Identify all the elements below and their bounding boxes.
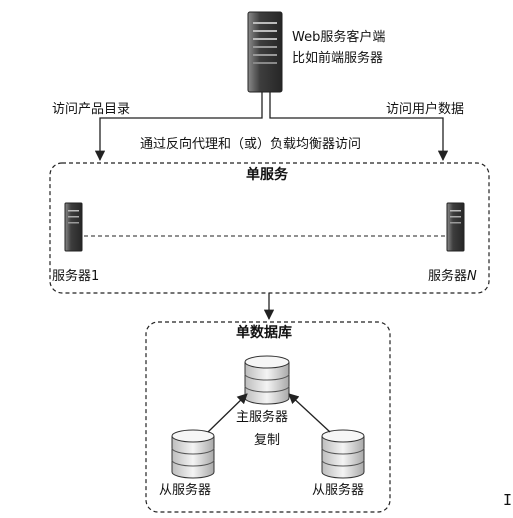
replication-arrow-right	[288, 393, 331, 433]
server-n-icon	[446, 202, 465, 252]
left-access-label: 访问产品目录	[52, 102, 131, 117]
replication-label: 复制	[254, 433, 281, 448]
client-connectors	[94, 92, 449, 162]
server-1-label: 服务器1	[52, 269, 100, 284]
client-subtitle: 比如前端服务器	[292, 51, 384, 66]
slave-db-left-label: 从服务器	[159, 483, 212, 498]
left-arrow	[94, 92, 263, 162]
text-cursor-icon: I	[503, 491, 513, 509]
slave-db-right-icon	[321, 429, 365, 479]
server-1-icon	[64, 202, 83, 252]
server-n-label: 服务器N	[428, 270, 477, 283]
right-access-label: 访问用户数据	[386, 102, 465, 117]
slave-db-right-label: 从服务器	[312, 483, 365, 498]
proxy-label: 通过反向代理和（或）负载均衡器访问	[140, 137, 362, 152]
single-database-title: 单数据库	[236, 325, 292, 341]
server-n-prefix: 服务器	[428, 269, 468, 284]
client-title: Web服务客户端	[292, 30, 386, 45]
single-database-box	[145, 321, 391, 513]
slave-db-left-icon	[171, 429, 215, 479]
master-db-icon	[244, 355, 290, 405]
right-arrow	[269, 92, 449, 162]
client-server-icon	[247, 11, 283, 93]
server-n-italic: N	[467, 269, 477, 284]
single-service-title: 单服务	[246, 167, 288, 183]
master-db-label: 主服务器	[236, 410, 289, 425]
replication-arrow-left	[207, 393, 248, 433]
